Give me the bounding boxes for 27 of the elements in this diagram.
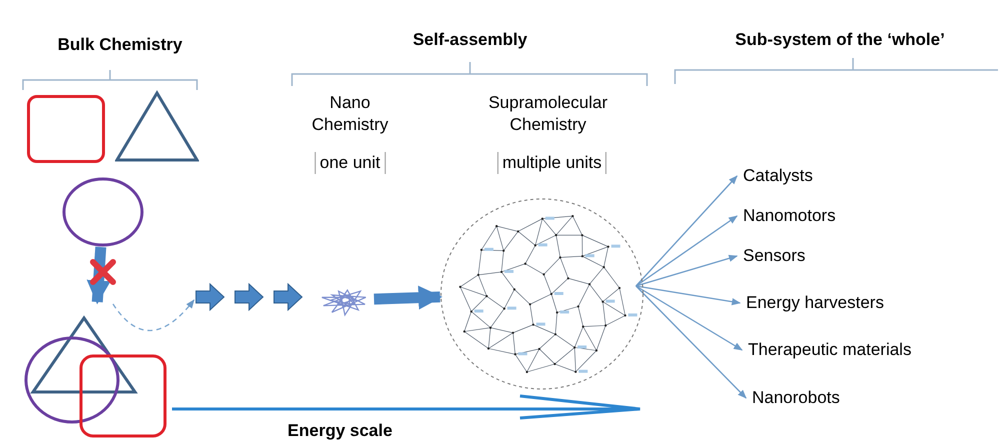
block-arrow — [374, 286, 442, 310]
heading: Sub-system of the ‘whole’ — [734, 29, 946, 51]
arrow — [636, 285, 741, 306]
rounded-square — [27, 95, 105, 163]
item-label: Catalysts — [743, 163, 813, 189]
bracketed-note: one unit — [314, 152, 386, 174]
heading: Self-assembly — [412, 29, 528, 51]
arrow — [636, 215, 738, 287]
triangle — [115, 90, 199, 162]
bracketed-note: multiple units — [497, 152, 607, 174]
item-label: Sensors — [743, 243, 806, 269]
dashed-curved-arrow — [112, 299, 195, 332]
item-label: Energy harvesters — [746, 290, 884, 316]
heading: Bulk Chemistry — [56, 34, 184, 56]
stage-label: Supramolecular Chemistry — [487, 92, 609, 136]
heading: Energy scale — [286, 420, 394, 442]
molecular-network-drawing — [440, 198, 644, 390]
item-label: Therapeutic materials — [748, 337, 912, 363]
arrow — [636, 254, 738, 287]
block-arrow — [86, 246, 111, 304]
circle — [62, 177, 144, 247]
item-label: Nanorobots — [752, 385, 840, 411]
item-label: Nanomotors — [743, 203, 836, 229]
arrow — [636, 286, 747, 399]
arrow — [636, 285, 743, 351]
arrow — [636, 175, 738, 286]
stage-label: Nano Chemistry — [310, 92, 390, 136]
